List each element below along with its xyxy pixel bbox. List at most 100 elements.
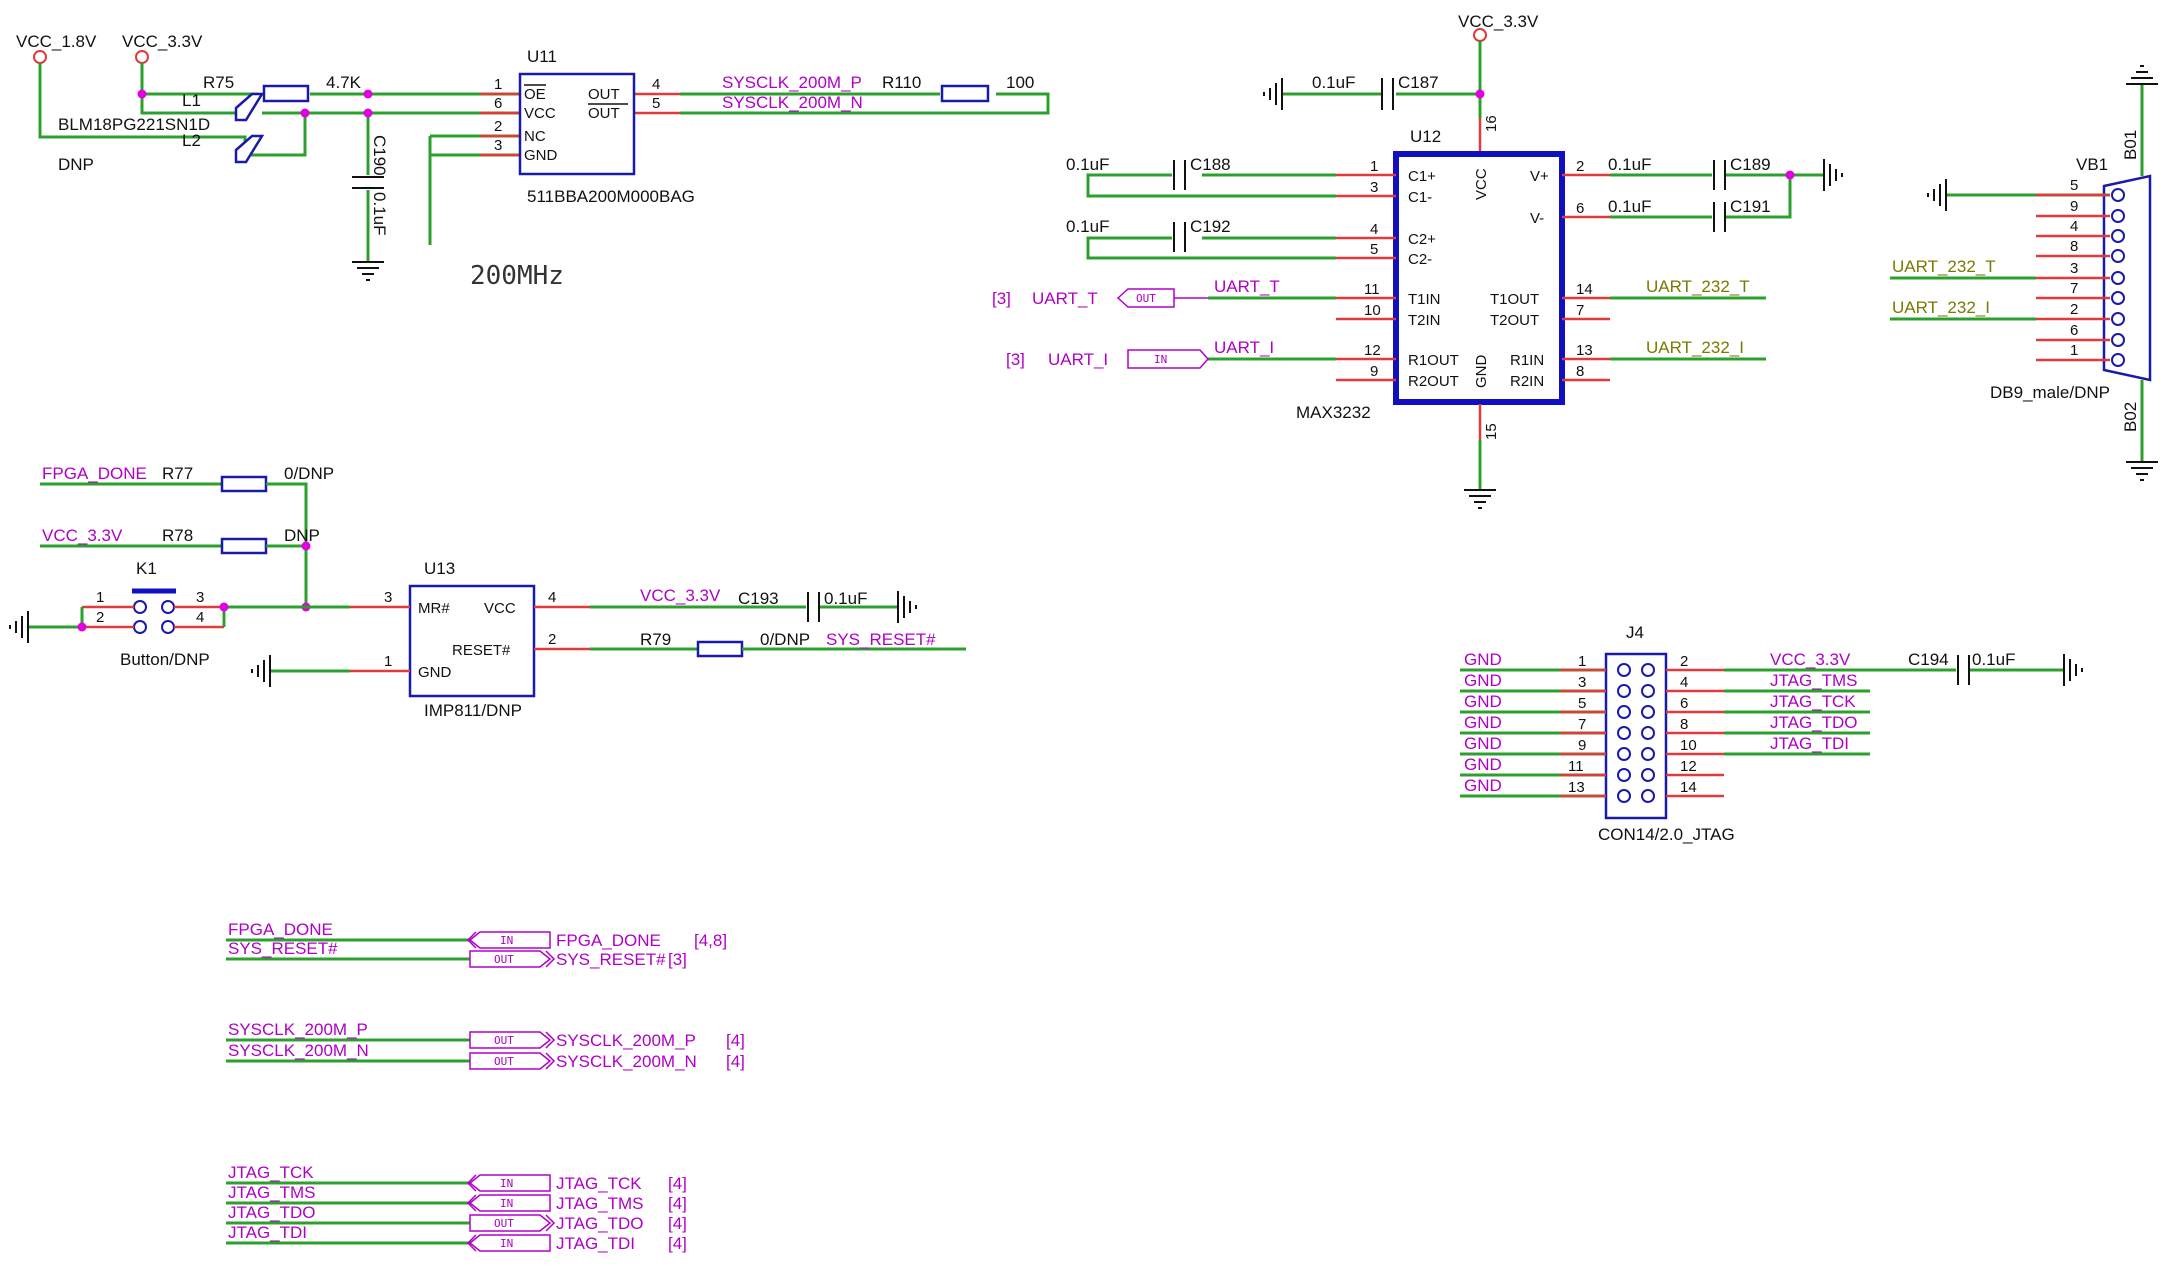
c188-value: 0.1uF [1066, 155, 1109, 174]
fpga-done-net: FPGA_DONE [42, 464, 147, 483]
db9-net-uart-232-t: UART_232_T [1892, 257, 1996, 276]
u12-ref: U12 [1410, 127, 1441, 146]
u12-left-pins: C1+ C1- C2+ C2- T1IN T2IN R1OUT R2OUT 1 … [1336, 158, 1459, 390]
k1-ref: K1 [136, 559, 157, 578]
r77-ref: R77 [162, 464, 193, 483]
c190-ref: C190 [370, 135, 389, 176]
u11-pin-outn: OUT [588, 105, 620, 122]
u12-num-13: 13 [1576, 342, 1593, 359]
j4-num-7: 7 [1578, 716, 1586, 733]
uart-i-sheet-label: UART_I [1048, 350, 1108, 369]
u13-ref: U13 [424, 559, 455, 578]
u13-pin-reset: RESET# [452, 642, 511, 659]
l1-ref: L1 [182, 91, 201, 110]
j4-num-12: 12 [1680, 758, 1697, 775]
j4-left-net-7: GND [1464, 713, 1502, 732]
u12-num-4: 4 [1370, 221, 1378, 238]
jtag-section: J4 CON14/2.0_JTAG GND GND GND GND GND GN… [1460, 623, 2084, 844]
l1-part: BLM18PG221SN1D [58, 115, 210, 134]
u13-num-4: 4 [548, 589, 556, 606]
j4-pin-even [1641, 663, 1655, 677]
j4-pin-odd [1617, 747, 1631, 761]
offpage-port-shape [468, 1174, 551, 1192]
vcc-1v8-label: VCC_1.8V [16, 32, 97, 51]
offpage-dest-label: JTAG_TMS [556, 1194, 644, 1213]
j4-left-net-3: GND [1464, 671, 1502, 690]
db9-pin-6: 6 [2070, 322, 2078, 339]
r110-value: 100 [1006, 73, 1034, 92]
r78-vcc-net: VCC_3.3V [42, 526, 123, 545]
j4-right-net-tdo: JTAG_TDO [1770, 713, 1858, 732]
db9-pin-1: 1 [2070, 342, 2078, 359]
offpage-port-shape [468, 1234, 551, 1252]
offpage-dest-label: SYSCLK_200M_P [556, 1031, 696, 1050]
offpage-sheet-ref: [3] [668, 950, 687, 969]
j4-num-11: 11 [1568, 758, 1584, 775]
offpage-port-dir: OUT [494, 1034, 514, 1047]
db9-ref: VB1 [2076, 155, 2108, 174]
c189-ref: C189 [1730, 155, 1771, 174]
l2-ferrite [234, 134, 265, 164]
uart-i-port-dir: IN [1154, 353, 1167, 366]
j4-pin-odd [1617, 789, 1631, 803]
vcc-3v3-label: VCC_3.3V [122, 32, 203, 51]
u12-num-2: 2 [1576, 158, 1584, 175]
offpage-dest-label: JTAG_TDI [556, 1234, 635, 1253]
r77-resistor [220, 475, 268, 493]
j4-num-6: 6 [1680, 695, 1688, 712]
offpage-net-label: SYSCLK_200M_P [228, 1020, 368, 1039]
c194-ref: C194 [1908, 650, 1949, 669]
r110-ref: R110 [882, 73, 921, 92]
offpage-dest-label: JTAG_TCK [556, 1174, 642, 1193]
offpage-dest-label: SYS_RESET# [556, 950, 666, 969]
u12-pin-t1out: T1OUT [1490, 291, 1539, 308]
u11-num-5: 5 [652, 95, 660, 112]
j4-left-net-9: GND [1464, 734, 1502, 753]
u12-pin-t1in: T1IN [1408, 291, 1441, 308]
u12-num-12: 12 [1364, 342, 1381, 359]
db9-pin-8: 8 [2070, 238, 2078, 255]
uart-i-sheet-ref: [3] [1006, 350, 1025, 369]
j4-left-net-11: GND [1464, 755, 1502, 774]
k1-num-1: 1 [96, 589, 104, 606]
u12-pin-c2p: C2+ [1408, 231, 1436, 248]
j4-pin-odd [1617, 705, 1631, 719]
u12-num-1: 1 [1370, 158, 1378, 175]
j4-num-5: 5 [1578, 695, 1586, 712]
u11-num-1: 1 [494, 76, 502, 93]
u12-vcc-label: VCC_3.3V [1458, 12, 1539, 31]
r75-value: 4.7K [326, 73, 362, 92]
uart-t-sheet-ref: [3] [992, 289, 1011, 308]
offpage-sheet-ref: [4,8] [694, 931, 727, 950]
r79-resistor [696, 640, 744, 658]
u12-pin-vn: V- [1530, 210, 1544, 227]
sys-reset-net: SYS_RESET# [826, 630, 936, 649]
clock-frequency-note: 200MHz [470, 261, 564, 291]
db9-pin-4: 4 [2070, 218, 2078, 235]
u12-num-6: 6 [1576, 200, 1584, 217]
c193-value: 0.1uF [824, 589, 867, 608]
u13-pin-vcc: VCC [484, 600, 516, 617]
j4-right-net-tdi: JTAG_TDI [1770, 734, 1849, 753]
u11-pin-nc: NC [524, 128, 546, 145]
offpage-sheet-ref: [4] [668, 1194, 687, 1213]
sysclk-n-net: SYSCLK_200M_N [722, 93, 863, 112]
offpage-sheet-ref: [4] [668, 1174, 687, 1193]
offpage-port-shape [469, 1214, 552, 1232]
j4-ref: J4 [1626, 623, 1644, 642]
u11-pin-gnd: GND [524, 147, 558, 164]
c190-ground-icon [350, 248, 386, 282]
k1-num-2: 2 [96, 609, 104, 626]
offpage-net-label: FPGA_DONE [228, 920, 333, 939]
j4-num-2: 2 [1680, 653, 1688, 670]
clock-section: VCC_1.8V VCC_3.3V R75 4.7K [16, 32, 1050, 291]
u12-pin-c1n: C1- [1408, 189, 1432, 206]
offpage-port-shape [468, 1194, 551, 1212]
db9-connector: VB1 DB9_male/DNP B01 B02 [1890, 64, 2160, 482]
u13-num-3: 3 [384, 589, 392, 606]
u12-num-15: 15 [1483, 423, 1500, 440]
u12-num-8: 8 [1576, 363, 1584, 380]
